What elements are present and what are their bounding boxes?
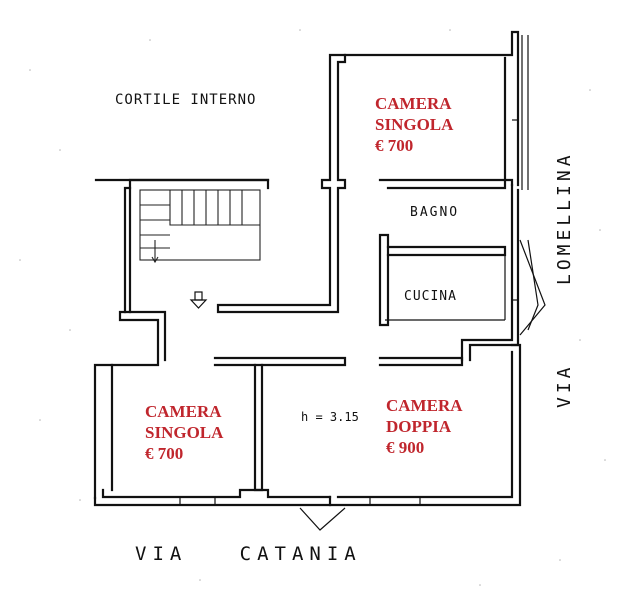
courtyard-label: CORTILE INTERNO	[115, 92, 256, 108]
room-name: CAMERA	[145, 402, 222, 421]
room-type: SINGOLA	[375, 115, 454, 134]
staircase	[139, 189, 261, 264]
street-right-prefix: VIA	[554, 363, 575, 408]
entrance-arrow-icon	[189, 291, 208, 309]
street-right-name: LOMELLINA	[554, 151, 575, 285]
room-label-top-right: CAMERA SINGOLA € 700	[375, 94, 454, 155]
room-label-bottom-left: CAMERA SINGOLA € 700	[145, 402, 224, 463]
room-price: € 700	[145, 444, 183, 463]
room-price: € 900	[386, 438, 424, 457]
exterior-walls	[93, 30, 546, 531]
paper-speckle	[19, 29, 606, 586]
street-bottom-label: VIA CATANIA	[135, 543, 362, 565]
room-type: SINGOLA	[145, 423, 224, 442]
room-type: DOPPIA	[386, 417, 452, 436]
ceiling-height-label: h = 3.15	[301, 410, 359, 424]
bathroom-label: BAGNO	[410, 205, 459, 220]
room-label-bottom-right: CAMERA DOPPIA € 900	[386, 396, 463, 457]
room-price: € 700	[375, 136, 413, 155]
room-name: CAMERA	[386, 396, 463, 415]
room-name: CAMERA	[375, 94, 452, 113]
kitchen-label: CUCINA	[404, 289, 457, 304]
